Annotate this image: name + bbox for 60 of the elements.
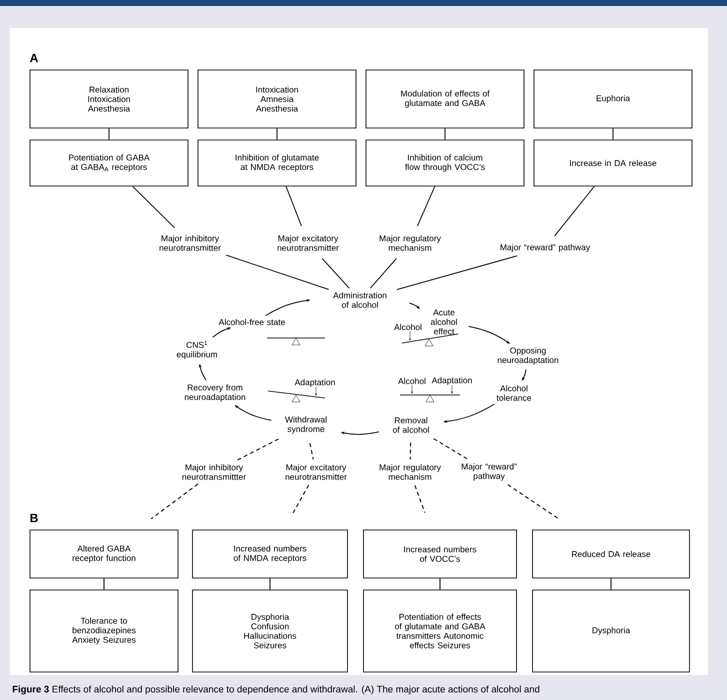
balance-label: Alcohol: [394, 324, 422, 330]
connector-line: [612, 128, 614, 140]
text-label: CNS$^{1}$ equilibrium: [176, 340, 217, 360]
connector-line: [444, 128, 446, 140]
text-box: Reduced DA release: [532, 530, 690, 578]
connector-line: [433, 438, 470, 461]
text-box: Relaxation Intoxication Anesthesia: [30, 70, 188, 128]
text-box: Potentiation of effects of glutamate and GABA transmitters Autonomic effects Seizures: [363, 590, 517, 672]
text-box: Euphoria: [534, 70, 692, 128]
connector-line: [132, 186, 176, 228]
text-box: Altered GABA receptor function: [30, 530, 178, 578]
connector-line: [410, 442, 412, 460]
connector-line: [108, 128, 110, 140]
connector-line: [150, 483, 198, 520]
text-box: Increased numbers of NMDA receptors: [192, 530, 348, 578]
connector-line: [610, 578, 612, 590]
connector-line: [292, 484, 310, 514]
arrow: [234, 405, 272, 421]
text-box: Inhibition of calcium flow through VOCC’s: [366, 140, 524, 186]
text-box: Modulation of effects of glutamate and GABA: [366, 70, 524, 128]
text-box: Dysphoria: [532, 590, 690, 672]
text-label: Major excitatory neurotransmitter: [278, 235, 339, 251]
connector-line: [276, 128, 278, 140]
text-box: Inhibition of glutamate at NMDA receptors: [198, 140, 356, 186]
connector-line: [322, 258, 350, 289]
connector-line: [370, 258, 397, 289]
text-label: Major regulatory mechanism: [380, 464, 441, 480]
text-label: Removal of alcohol: [392, 417, 429, 433]
balance-label: Adaptation: [294, 379, 335, 387]
text-box: Tolerance to benzodiazepines Anxiety Seizures: [30, 590, 178, 672]
balance-label: Adaptation: [432, 377, 472, 385]
text-label: Major inhibitory neurotransmittter: [182, 464, 246, 480]
text-label: Recovery from neuroadaptation: [184, 384, 246, 402]
text-box: Intoxication Amnesia Anesthesia: [198, 70, 356, 128]
text-label: Withdrawal syndrome: [285, 416, 326, 434]
text-label: Alcohol-free state: [218, 318, 285, 326]
connector-line: [416, 186, 436, 227]
text-label: Opposing neuroadaptation: [498, 347, 558, 365]
connector-line: [234, 438, 280, 462]
connector-line: [507, 484, 560, 520]
text-label: Major “reward” pathway: [500, 244, 590, 252]
text-label: Major “reward” pathway: [462, 463, 517, 481]
connector-line: [554, 186, 595, 237]
text-box: Potentiation of GABA at GABA$_{A}$ receptors: [30, 140, 188, 186]
connector-line: [309, 442, 314, 460]
connector-line: [414, 484, 426, 514]
text-label: Alcohol tolerance: [496, 385, 532, 401]
text-label: Administration of alcohol: [333, 292, 386, 308]
text-label: Major excitatory neurotransmitter: [286, 464, 347, 480]
balance-label: Alcohol: [398, 378, 426, 384]
text-box: Increased numbers of VOCC’s: [363, 530, 517, 578]
text-box: Increase in DA release: [534, 140, 692, 186]
connector-line: [226, 254, 330, 290]
text-label: Major regulatory mechanism: [380, 235, 441, 251]
text-label: Acute alcohol effect: [430, 310, 457, 334]
caption: Figure 3 Effects of alcohol and possible relevance to dependence and withdrawal. (A) The major acute actions of alcohol and: [12, 686, 540, 694]
connector-line: [396, 255, 518, 290]
text-label: Major inhibitory neurotransmitter: [160, 235, 221, 251]
connector-line: [286, 186, 302, 226]
text-box: Dysphoria Confusion Hallucinations Seizures: [192, 590, 348, 672]
